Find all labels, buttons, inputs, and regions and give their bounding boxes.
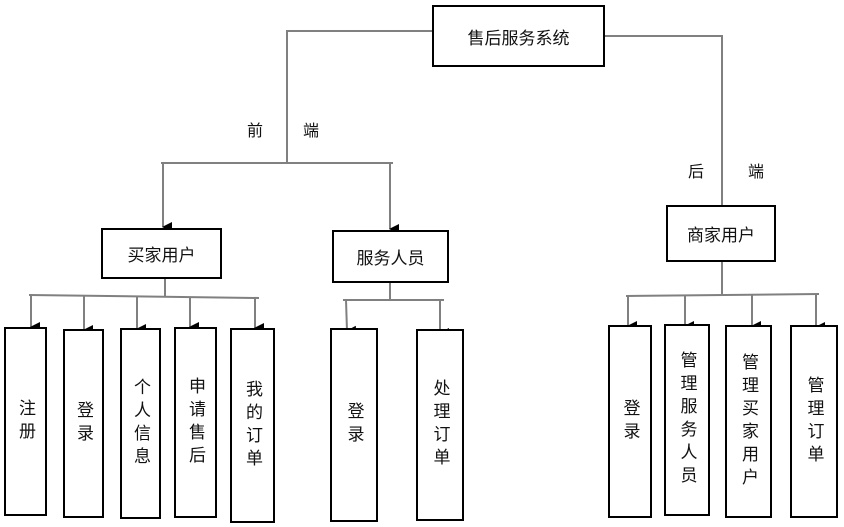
root-node: 售后服务系统 (432, 5, 605, 67)
leaf-label: 登录 (73, 400, 93, 447)
buyer-profile-node: 个人信息 (120, 328, 161, 519)
root-label: 售后服务系统 (467, 28, 570, 49)
leaf-label: 登录 (619, 398, 640, 445)
leaf-label: 处理订单 (429, 379, 450, 471)
buyer-split (28, 294, 260, 299)
merchant-split (625, 293, 820, 297)
leaf-label: 管理服务人员 (676, 351, 697, 489)
merchant-manage-buyers-node: 管理买家用户 (725, 325, 772, 518)
merchant-manage-staff-node: 管理服务人员 (664, 324, 710, 516)
buyer-node: 买家用户 (101, 228, 222, 279)
buyer-aftersale-node: 申请售后 (174, 327, 217, 518)
staff-process-orders-node: 处理订单 (416, 329, 464, 521)
merchant-label: 商家用户 (687, 226, 755, 246)
leaf-label: 申请售后 (185, 376, 205, 469)
staff-login-node: 登录 (330, 328, 378, 522)
buyer-label: 买家用户 (127, 246, 196, 266)
front-connector (286, 30, 433, 163)
buyer-register-node: 注册 (4, 327, 47, 516)
leaf-label: 管理订单 (803, 375, 824, 468)
staff-node: 服务人员 (332, 230, 449, 283)
merchant-manage-orders-node: 管理订单 (790, 325, 838, 518)
back-label-2: 端 (748, 162, 765, 181)
leaf-label: 注册 (15, 398, 35, 445)
leaf-label: 管理买家用户 (738, 352, 758, 491)
merchant-node: 商家用户 (666, 205, 776, 262)
leaf-label: 登录 (343, 402, 364, 448)
back-label-1: 后 (688, 162, 705, 181)
leaf-label: 个人信息 (130, 377, 150, 470)
merchant-login-node: 登录 (608, 325, 652, 518)
staff-label: 服务人员 (356, 249, 425, 269)
buyer-orders-node: 我的订单 (230, 328, 275, 523)
back-connector (604, 35, 723, 205)
front-label-1: 前 (247, 121, 264, 140)
buyer-login-node: 登录 (63, 329, 104, 518)
leaf-label: 我的订单 (242, 379, 262, 472)
front-label-2: 端 (303, 121, 320, 140)
